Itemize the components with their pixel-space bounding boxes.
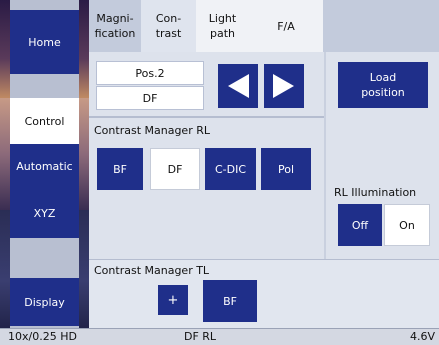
contrast-rl-title: Contrast Manager RL xyxy=(94,124,210,137)
contrast-tl-title: Contrast Manager TL xyxy=(94,264,210,277)
status-bar: 10x/0.25 HD DF RL 4.6V xyxy=(0,328,439,345)
tab-fa[interactable]: F/A xyxy=(249,0,323,52)
status-mode: DF RL xyxy=(184,330,217,343)
sample-image-strip xyxy=(0,98,10,210)
tab-contrast[interactable]: Con- trast xyxy=(141,0,196,52)
tab-light-path[interactable]: Light path xyxy=(196,0,249,52)
rl-illumination-title: RL Illumination xyxy=(334,186,417,199)
sample-image-strip xyxy=(0,0,10,98)
status-objective: 10x/0.25 HD xyxy=(8,330,77,343)
previous-position-button[interactable] xyxy=(218,64,258,108)
sample-image-strip xyxy=(79,0,89,98)
nav-home-button[interactable]: Home xyxy=(10,10,79,74)
tab-magnification[interactable]: Magni- fication xyxy=(89,0,141,52)
contrast-tl-add-button[interactable]: + xyxy=(158,285,188,315)
contrast-rl-cdic-button[interactable]: C-DIC xyxy=(205,148,256,190)
nav-display-button[interactable]: Display xyxy=(10,278,79,326)
contrast-rl-pol-button[interactable]: Pol xyxy=(261,148,311,190)
sample-image-strip xyxy=(79,98,89,210)
load-position-button[interactable]: Load position xyxy=(338,62,428,108)
rl-illumination-on-button[interactable]: On xyxy=(384,204,430,246)
contrast-rl-df-button[interactable]: DF xyxy=(150,148,200,190)
sample-image-strip xyxy=(0,210,10,328)
nav-control-button[interactable]: Control xyxy=(10,98,79,144)
nav-automatic-button[interactable]: Automatic xyxy=(10,144,79,188)
position-mode-field: DF xyxy=(96,86,204,110)
status-value: 4.6V xyxy=(409,330,435,343)
arrow-right-icon xyxy=(273,74,294,98)
tl-panel xyxy=(89,259,439,328)
next-position-button[interactable] xyxy=(264,64,304,108)
contrast-rl-bf-button[interactable]: BF xyxy=(97,148,143,190)
tab-strip-filler xyxy=(323,0,439,52)
rl-illumination-off-button[interactable]: Off xyxy=(338,204,382,246)
contrast-tl-bf-button[interactable]: BF xyxy=(203,280,257,322)
position-name-field: Pos.2 xyxy=(96,61,204,85)
arrow-left-icon xyxy=(228,74,249,98)
sample-image-strip xyxy=(79,210,89,328)
nav-xyz-button[interactable]: XYZ xyxy=(10,188,79,238)
panel-divider xyxy=(89,116,324,118)
